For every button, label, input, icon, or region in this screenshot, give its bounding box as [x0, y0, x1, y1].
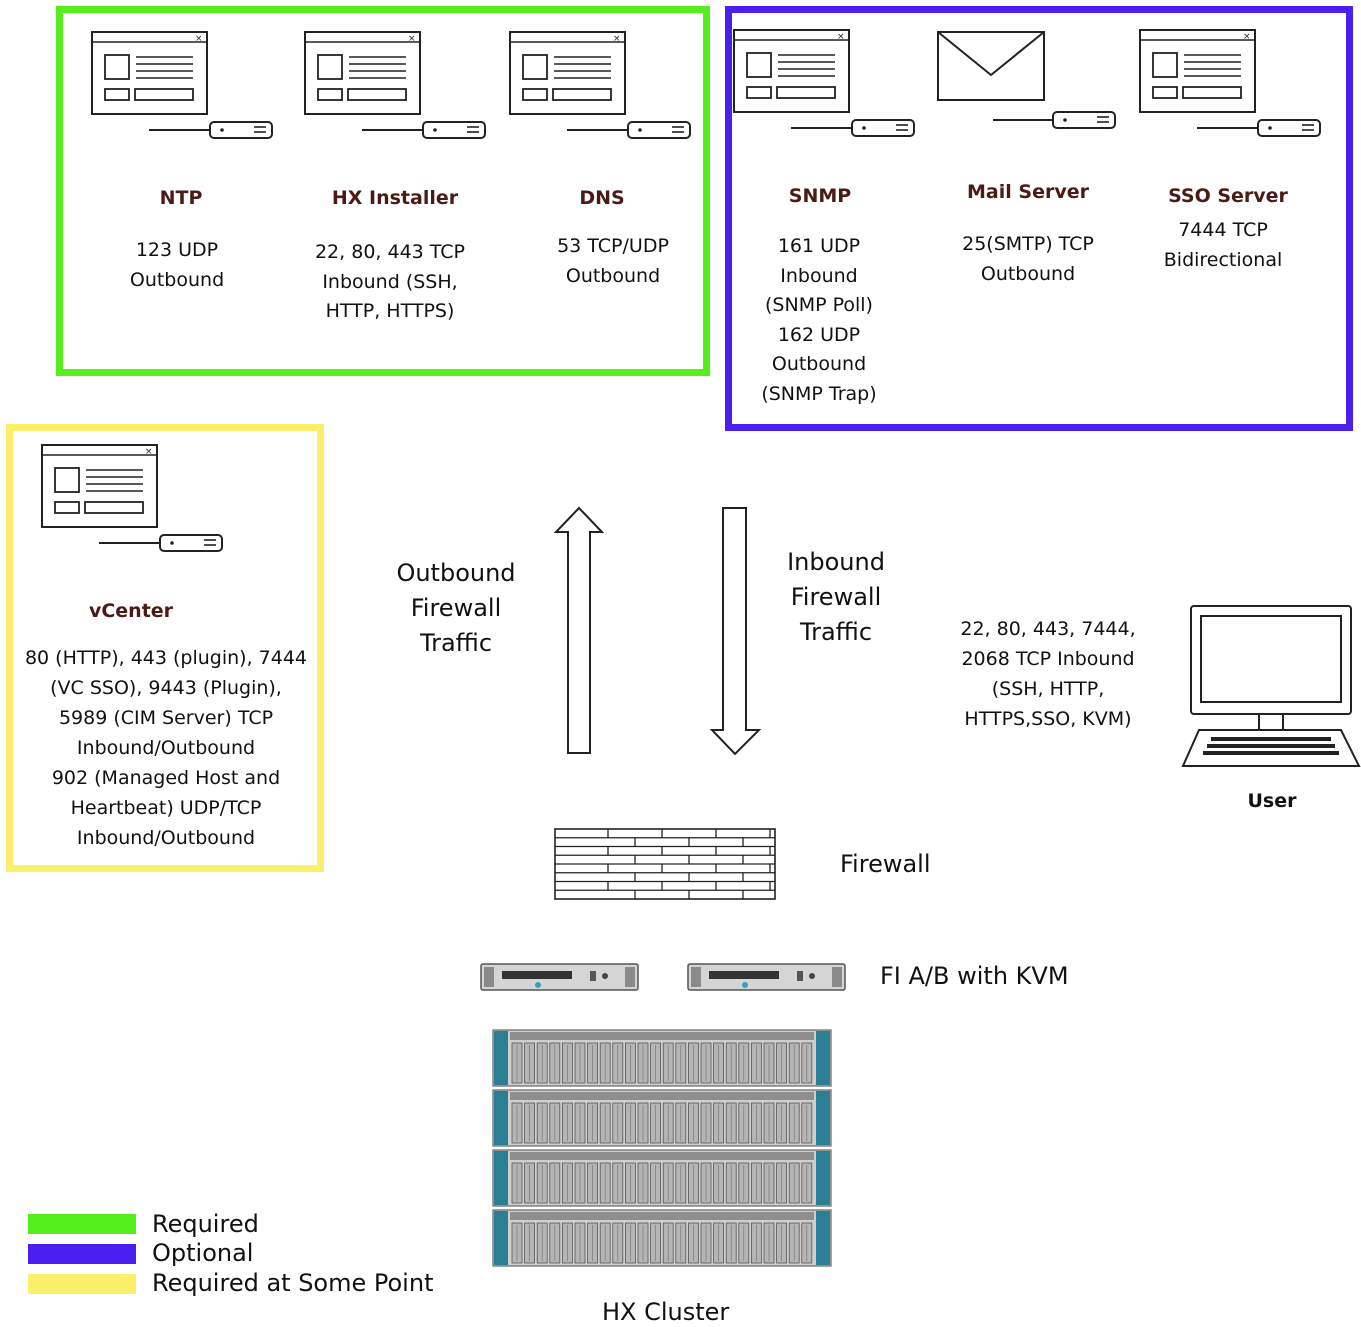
laptop-icon	[1181, 605, 1361, 767]
dns-title: DNS	[579, 187, 625, 209]
ntp-ports: 123 UDP Outbound	[100, 236, 254, 295]
inbound-traffic-line: Inbound	[787, 548, 885, 576]
ntp-line: 123 UDP	[135, 239, 219, 261]
snmp-ports: 161 UDP Inbound (SNMP Poll) 162 UDP Outb…	[742, 232, 896, 409]
mail-server-line: 25(SMTP) TCP	[962, 233, 1094, 255]
inbound-traffic-label: Inbound Firewall Traffic	[756, 545, 916, 650]
firewall-label: Firewall	[840, 850, 931, 878]
legend-swatch-optional	[28, 1244, 136, 1264]
vcenter-line: 80 (HTTP), 443 (plugin), 7444	[24, 647, 308, 669]
dns-line: Outbound	[565, 264, 661, 287]
legend-label-required-at-some-point: Required at Some Point	[152, 1269, 434, 1297]
user-ports-line: 2068 TCP Inbound	[961, 648, 1135, 670]
required-group-box	[56, 6, 710, 376]
snmp-line: (SNMP Poll)	[765, 294, 873, 316]
snmp-line: Inbound	[780, 264, 858, 287]
outbound-arrow	[553, 506, 605, 754]
svg-text:×: ×	[195, 34, 203, 44]
snmp-line: (SNMP Trap)	[761, 382, 877, 405]
sso-server-ports: 7444 TCP Bidirectional	[1143, 216, 1303, 275]
svg-text:×: ×	[408, 34, 416, 44]
user-ports: 22, 80, 443, 7444, 2068 TCP Inbound (SSH…	[938, 614, 1158, 734]
snmp-server-icon: ×	[733, 29, 915, 137]
snmp-line: 161 UDP	[777, 235, 861, 257]
outbound-traffic-label: Outbound Firewall Traffic	[376, 556, 536, 661]
vcenter-line: Heartbeat) UDP/TCP	[70, 797, 262, 819]
hx-cluster-servers-icon	[492, 1029, 832, 1267]
inbound-traffic-line: Traffic	[799, 618, 873, 646]
snmp-line: Outbound	[771, 353, 867, 375]
legend-label-required: Required	[152, 1210, 259, 1238]
outbound-traffic-line: Firewall	[410, 594, 502, 622]
vcenter-title: vCenter	[88, 600, 174, 622]
fabric-interconnect-a-icon	[480, 963, 639, 991]
snmp-title: SNMP	[788, 185, 852, 207]
snmp-line: 162 UDP	[777, 323, 861, 346]
ntp-line: Outbound	[129, 268, 225, 291]
firewall-brick-icon	[554, 828, 776, 900]
vcenter-server-icon: ×	[41, 444, 223, 552]
mail-server-title: Mail Server	[967, 181, 1089, 203]
mail-envelope-icon	[937, 31, 1045, 101]
vcenter-line: 5989 (CIM Server) TCP	[58, 707, 274, 729]
user-ports-line: (SSH, HTTP,	[991, 678, 1105, 700]
hx-installer-title: HX Installer	[331, 187, 459, 209]
outbound-traffic-line: Traffic	[419, 629, 493, 657]
network-adapter-icon	[993, 111, 1116, 129]
hx-installer-ports: 22, 80, 443 TCP Inbound (SSH, HTTP, HTTP…	[290, 238, 490, 327]
sso-server-icon: ×	[1139, 29, 1321, 137]
cluster-label: HX Cluster	[602, 1298, 730, 1326]
dns-server-icon: ×	[509, 31, 691, 139]
legend-swatch-required	[28, 1214, 136, 1234]
ntp-title: NTP	[159, 187, 203, 209]
optional-group-box	[725, 6, 1353, 431]
legend-swatch-required-at-some-point	[28, 1274, 136, 1294]
vcenter-line: Inbound/Outbound	[76, 737, 256, 759]
svg-text:×: ×	[613, 34, 621, 44]
dns-line: 53 TCP/UDP	[557, 235, 669, 257]
vcenter-line: Inbound/Outbound	[76, 827, 256, 849]
user-label: User	[1247, 790, 1297, 812]
dns-ports: 53 TCP/UDP Outbound	[530, 232, 696, 291]
outbound-traffic-line: Outbound	[396, 559, 516, 587]
required-at-some-point-group-box	[6, 424, 324, 872]
vcenter-line: (VC SSO), 9443 (Plugin),	[50, 677, 282, 699]
user-ports-line: HTTPS,SSO, KVM)	[964, 708, 1132, 730]
mail-server-line: Outbound	[980, 262, 1076, 285]
sso-server-line: 7444 TCP	[1178, 219, 1268, 241]
sso-server-title: SSO Server	[1168, 185, 1288, 207]
mail-server-ports: 25(SMTP) TCP Outbound	[943, 230, 1113, 289]
svg-text:×: ×	[1243, 32, 1251, 42]
hx-installer-server-icon: ×	[304, 31, 486, 139]
svg-text:×: ×	[145, 447, 153, 457]
ntp-server-icon: ×	[91, 31, 273, 139]
svg-text:×: ×	[837, 32, 845, 42]
vcenter-line: 902 (Managed Host and	[51, 767, 281, 789]
inbound-arrow	[709, 507, 762, 756]
inbound-traffic-line: Firewall	[790, 583, 882, 611]
hx-installer-line: HTTP, HTTPS)	[325, 300, 455, 322]
sso-server-line: Bidirectional	[1163, 248, 1283, 271]
hx-installer-line: 22, 80, 443 TCP	[314, 241, 466, 263]
legend-label-optional: Optional	[152, 1239, 254, 1267]
vcenter-ports: 80 (HTTP), 443 (plugin), 7444 (VC SSO), …	[14, 643, 318, 853]
user-ports-line: 22, 80, 443, 7444,	[960, 618, 1136, 640]
fabric-label: FI A/B with KVM	[880, 962, 1069, 990]
fabric-interconnect-b-icon	[687, 963, 846, 991]
hx-installer-line: Inbound (SSH,	[322, 270, 458, 293]
